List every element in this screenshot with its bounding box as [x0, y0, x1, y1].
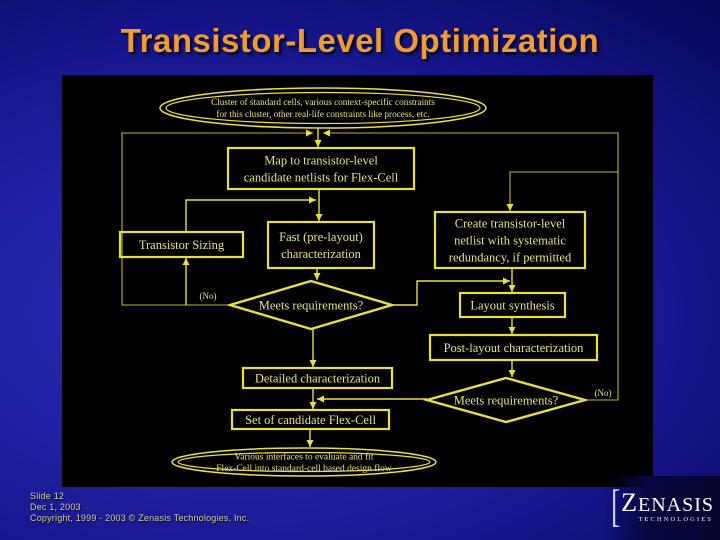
footer-copyright: Copyright, 1999 - 2003 © Zenasis Technol…	[30, 513, 250, 523]
no-label-2: (No)	[595, 388, 612, 398]
footer-slide-number: Slide 12	[30, 491, 65, 501]
detailed-characterization-box-label: Detailed characterization	[255, 371, 381, 385]
layout-synthesis-box-label: Layout synthesis	[470, 298, 555, 312]
layout-synthesis-box: Layout synthesis	[458, 291, 567, 319]
map-to-fast	[315, 189, 323, 221]
meets1-to-detailed	[309, 329, 317, 367]
logo-bracket-icon: [	[610, 480, 621, 531]
cluster-to-map	[314, 128, 322, 147]
detailed-to-set	[309, 388, 317, 409]
meets-requirements-2-diamond: Meets requirements?	[422, 376, 590, 424]
transistor-sizing-box: Transistor Sizing	[118, 230, 245, 259]
layout-to-postlayout	[508, 317, 516, 334]
postlayout-to-meets2	[508, 360, 516, 377]
sizing-to-fast-join	[185, 196, 316, 232]
no1-to-transistor-sizing	[182, 258, 190, 305]
cluster-ellipse: Cluster of standard cells, various conte…	[159, 87, 487, 129]
meets2-yes-to-set	[317, 395, 427, 403]
page-title: Transistor-Level Optimization	[120, 22, 600, 59]
meets1-yes-to-layout	[392, 277, 510, 306]
no-label-1: (No)	[200, 291, 217, 301]
transistor-sizing-box-label: Transistor Sizing	[139, 238, 225, 252]
loop-to-create-netlist	[506, 171, 618, 211]
meets-requirements-2-diamond-label: Meets requirements?	[454, 393, 559, 407]
flowchart-canvas: Cluster of standard cells, various conte…	[62, 75, 653, 487]
cluster-ellipse-label: Cluster of standard cells, various conte…	[211, 97, 435, 119]
fast-to-meets1	[313, 268, 321, 280]
candidate-set-box-label: Set of candidate Flex-Cell	[245, 413, 376, 427]
logo-company-name: ZENASIS	[621, 488, 714, 517]
loop-right-no-feedback	[323, 129, 619, 401]
candidate-set-box: Set of candidate Flex-Cell	[230, 408, 391, 431]
logo-division-name: TECHNOLOGIES	[638, 516, 713, 523]
create-to-layout	[508, 268, 516, 292]
slide-footer: Slide 12 Dec 1, 2003 Copyright, 1999 - 2…	[30, 491, 249, 524]
meets-requirements-1-diamond-label: Meets requirements?	[259, 298, 364, 312]
meets-requirements-1-diamond: Meets requirements?	[225, 279, 397, 331]
fast-characterization-box-label: Fast (pre-layout)characterization	[279, 230, 363, 261]
loop-left-no-feedback	[121, 129, 313, 306]
logo-text: ZENASIS TECHNOLOGIES	[621, 488, 714, 524]
detailed-characterization-box: Detailed characterization	[241, 366, 394, 390]
post-layout-box-label: Post-layout characterization	[444, 341, 585, 355]
post-layout-box: Post-layout characterization	[428, 333, 599, 362]
footer-date: Dec 1, 2003	[30, 502, 81, 512]
set-to-interfaces	[306, 429, 314, 447]
zenasis-logo: [ ZENASIS TECHNOLOGIES	[604, 476, 720, 540]
flowchart-svg: Cluster of standard cells, various conte…	[118, 87, 619, 477]
fast-characterization-box: Fast (pre-layout)characterization	[266, 220, 376, 270]
